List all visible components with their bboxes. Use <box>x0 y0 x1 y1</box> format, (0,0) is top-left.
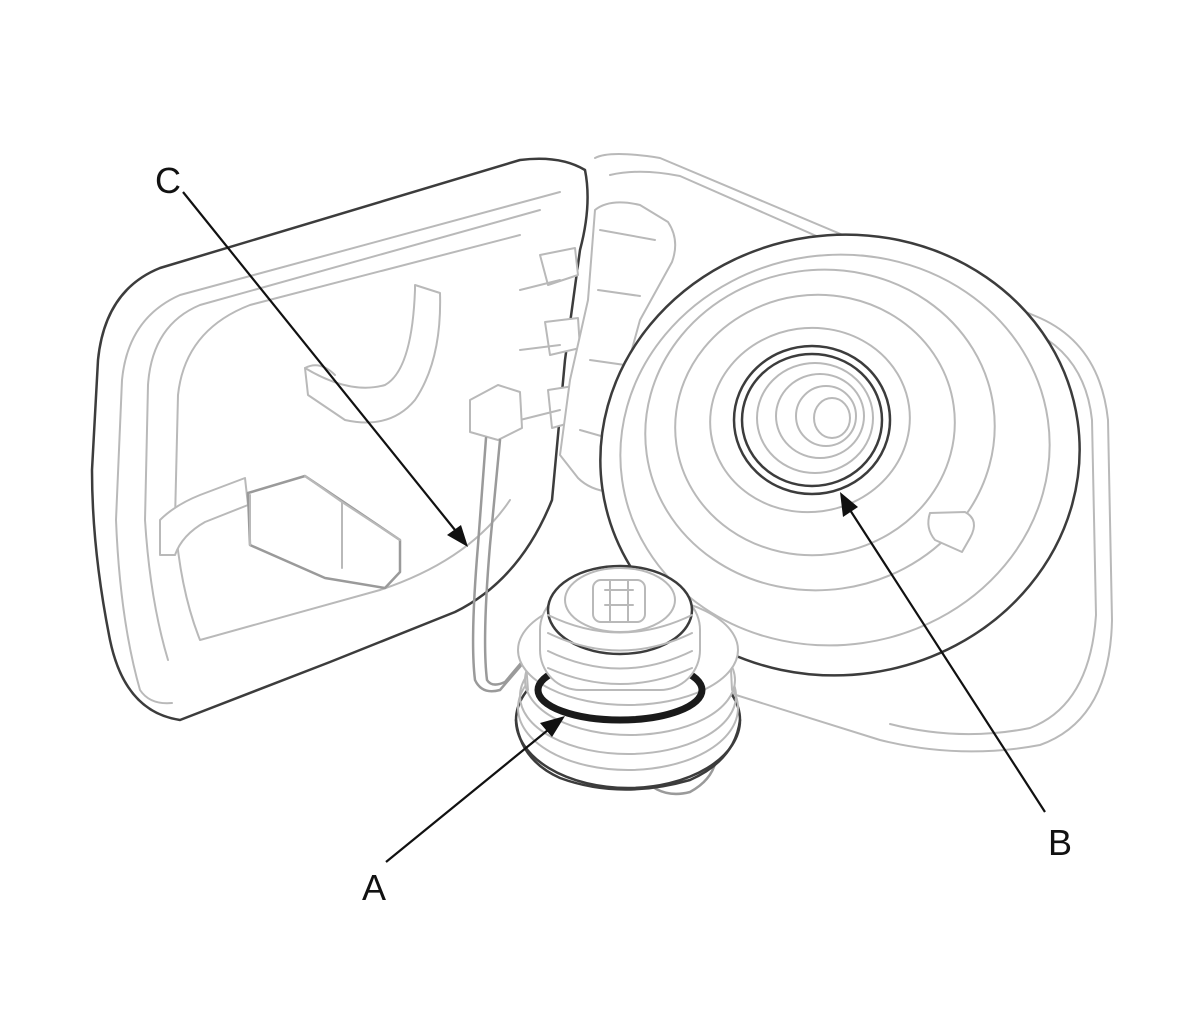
callout-label-a: A <box>362 867 386 908</box>
filler-housing <box>594 153 1113 753</box>
leader-line-b <box>840 492 1046 813</box>
callout-label-b: B <box>1048 822 1072 863</box>
fuel-fill-door <box>90 157 677 722</box>
callout-label-c: C <box>155 160 181 201</box>
leader-line-c <box>182 191 468 547</box>
tether-cable <box>469 384 534 693</box>
filler-neck <box>599 233 1081 677</box>
leader-line-a <box>385 716 565 863</box>
fuel-cap <box>514 564 742 796</box>
